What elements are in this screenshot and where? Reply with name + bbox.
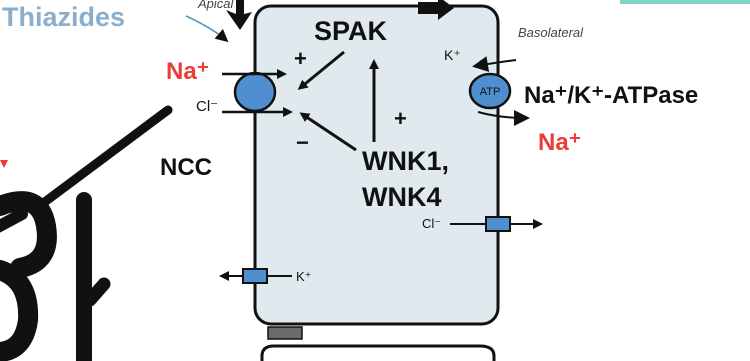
wnk-to-ncc-arrow (299, 112, 357, 152)
basolateral-potassium-label: K⁺ (444, 47, 461, 63)
top-arrow-right (418, 0, 454, 20)
basolateral-label: Basolateral (518, 25, 584, 40)
apical-potassium-label: K⁺ (296, 269, 312, 284)
top-band (620, 0, 750, 4)
ncc-label: NCC (160, 154, 212, 181)
adjacent-cell-outline (260, 344, 496, 361)
tight-junction (267, 326, 303, 340)
cell-body (253, 4, 500, 326)
left-edge-red-mark (0, 160, 8, 168)
ncc-transporter (233, 71, 277, 113)
apical-sodium-label: Na⁺ (166, 58, 209, 85)
apical-label: Apical (197, 0, 235, 11)
basolateral-chloride-label: Cl⁻ (422, 216, 441, 231)
sodium-out-arrow (477, 109, 530, 126)
drug-molecule-graphic (0, 105, 173, 361)
potassium-channel (242, 268, 268, 284)
atpase-label: Na⁺/K⁺-ATPase (524, 82, 698, 109)
wnk1-label: WNK1, (362, 146, 449, 176)
atpase-pump (468, 72, 512, 110)
basolateral-sodium-label: Na⁺ (538, 129, 581, 156)
top-arrow-left (226, 0, 252, 30)
thiazides-label: Thiazides (2, 2, 125, 32)
apical-chloride-label: Cl⁻ (196, 98, 218, 115)
chloride-channel (485, 216, 511, 232)
potassium-in-arrow (472, 56, 517, 72)
wnk-plus-sign: + (394, 106, 407, 131)
wnk4-label: WNK4 (362, 182, 442, 212)
thiazide-pointer-arrow (185, 15, 229, 43)
spak-plus-sign: + (294, 46, 307, 71)
spak-to-ncc-arrow (297, 50, 345, 90)
spak-label: SPAK (314, 16, 388, 46)
wnk-minus-sign: − (296, 130, 309, 155)
atp-label: ATP (480, 86, 501, 98)
